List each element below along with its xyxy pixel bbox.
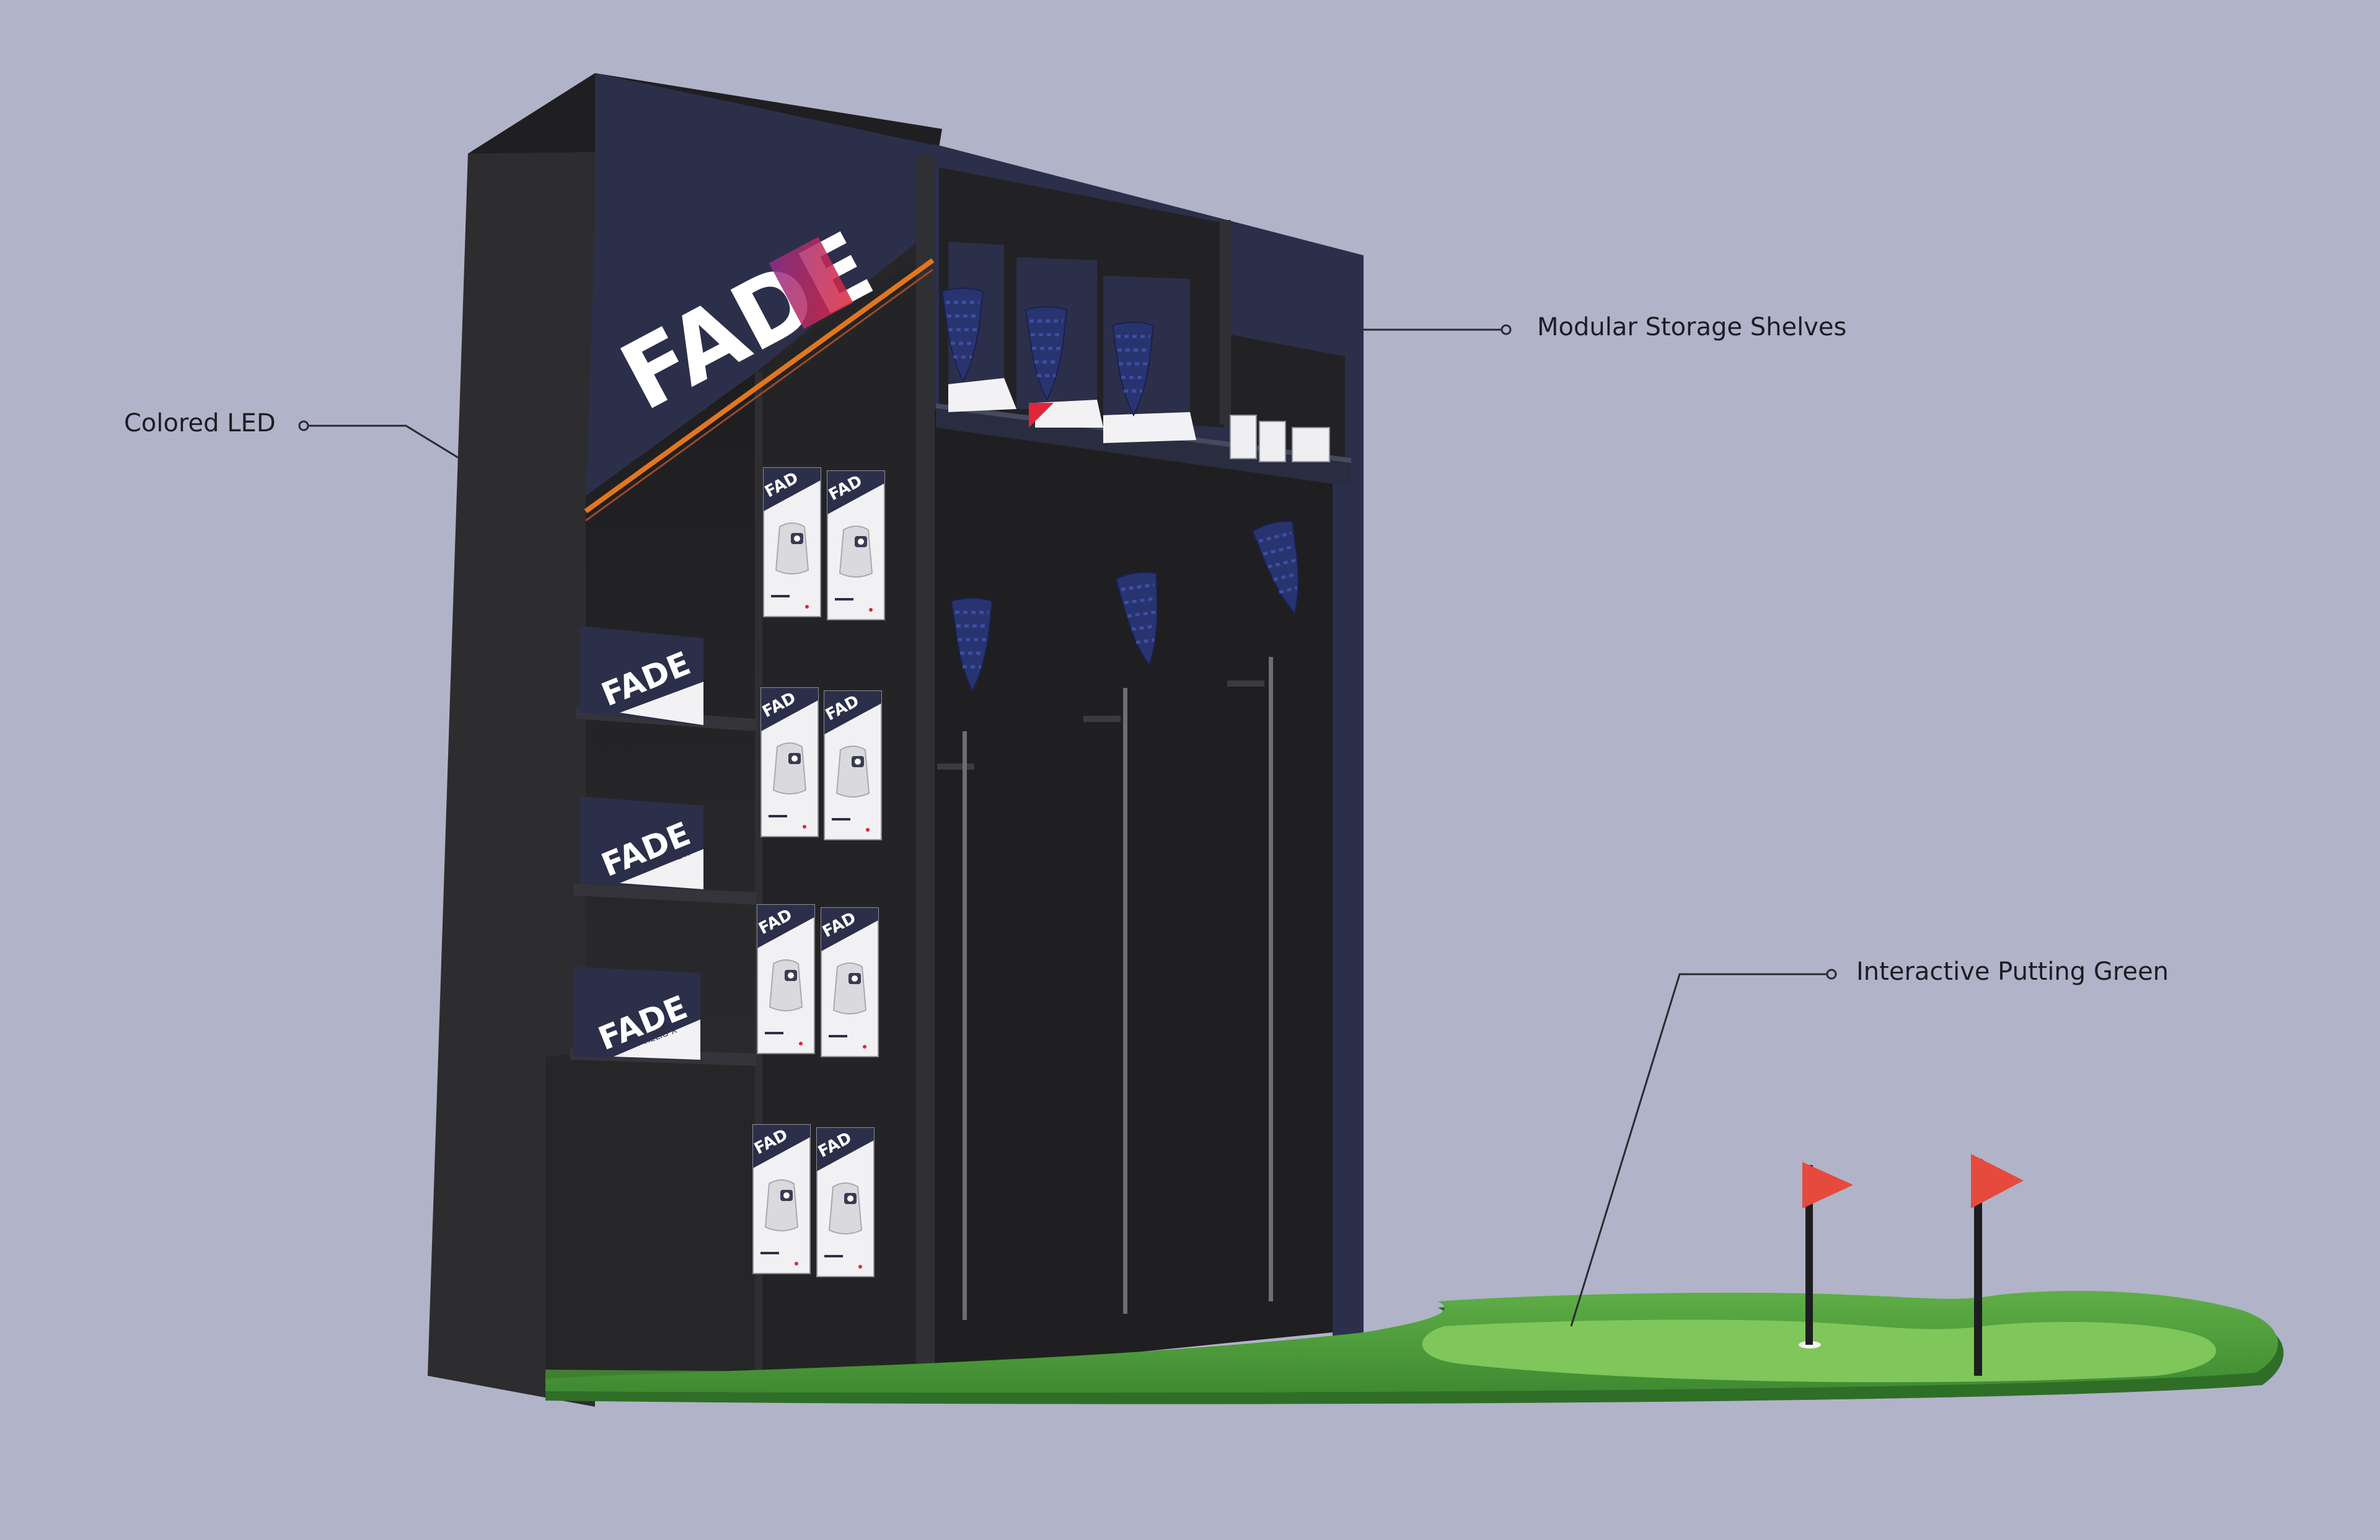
golf-club — [1083, 570, 1169, 1314]
leader-dot — [1501, 324, 1512, 335]
left-column-boxes: LUNAR X FADE ORBITAL X FADE HELIO X FADE — [573, 626, 703, 1060]
callout-putting-green: Interactive Putting Green — [1856, 957, 2169, 986]
golf-club — [937, 598, 992, 1320]
flag-1 — [1799, 1162, 1853, 1349]
golf-clubs — [937, 518, 1314, 1320]
green-surface — [1422, 1319, 2216, 1383]
callout-modular-shelves: Modular Storage Shelves — [1537, 313, 1847, 341]
glove-box — [761, 467, 821, 617]
glove-box — [819, 907, 879, 1057]
callout-colored-led: Colored LED — [124, 409, 276, 438]
glove-box — [755, 904, 815, 1054]
leader-dot — [298, 420, 309, 431]
golf-club — [1227, 518, 1314, 1301]
small-box — [1230, 415, 1257, 459]
flag-2 — [1971, 1154, 2024, 1376]
product-box-lunar: LUNAR X FADE — [580, 626, 703, 725]
product-box-orbital: ORBITAL X FADE — [580, 796, 703, 889]
display-cabinet — [428, 73, 1379, 1407]
glove-box — [822, 690, 882, 840]
small-box — [1292, 427, 1330, 462]
upper-cubby-products — [942, 242, 1330, 462]
glove-box — [825, 470, 885, 620]
glove-box — [759, 687, 819, 837]
led-strip — [584, 258, 935, 514]
putting-green — [545, 1154, 2284, 1404]
leader-colored-led — [304, 425, 577, 531]
small-box — [1259, 421, 1286, 462]
leader-putting-green — [1570, 973, 1831, 1327]
leader-dot — [1826, 969, 1837, 980]
glove-box — [751, 1124, 811, 1274]
callout-lines — [298, 324, 1837, 1327]
product-box-helio: HELIO X FADE — [573, 967, 700, 1060]
glove-box — [814, 1127, 875, 1277]
